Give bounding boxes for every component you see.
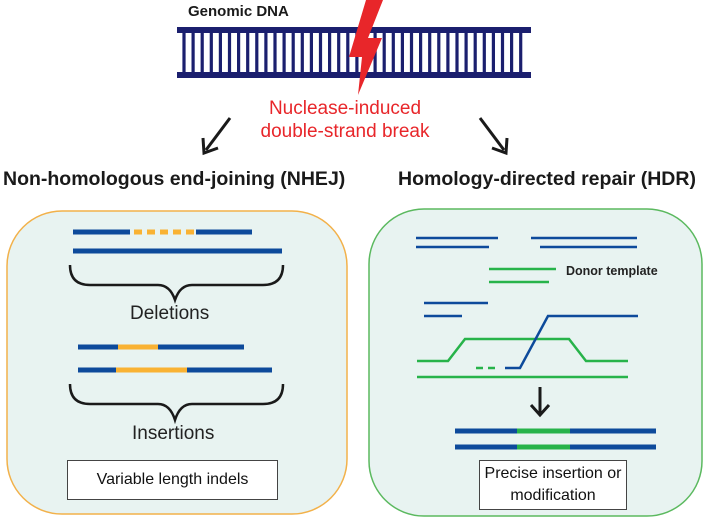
donor-template-label: Donor template bbox=[566, 264, 658, 278]
break-label: Nuclease-induced double-strand break bbox=[260, 98, 430, 142]
deletions-label: Deletions bbox=[130, 303, 210, 324]
nhej-title: Non-homologous end-joining (NHEJ) bbox=[3, 168, 346, 190]
nhej-outcome-caption: Variable length indels bbox=[67, 460, 278, 500]
lightning-bolt-icon bbox=[349, 0, 383, 95]
insertions-brace bbox=[68, 383, 285, 425]
genomic-dna-label: Genomic DNA bbox=[188, 3, 289, 20]
deletions-brace bbox=[68, 264, 285, 304]
insertions-label: Insertions bbox=[132, 423, 215, 444]
genomic-dna-ladder bbox=[177, 27, 531, 78]
insertion-strands bbox=[78, 344, 272, 373]
strand-invasion bbox=[417, 301, 638, 379]
hdr-panel bbox=[368, 208, 703, 517]
deletion-strands bbox=[73, 229, 282, 254]
hdr-broken-strands bbox=[416, 236, 637, 249]
donor-template-strands bbox=[489, 267, 556, 284]
arrow-to-nhej bbox=[201, 117, 232, 156]
repaired-duplex bbox=[455, 428, 656, 450]
hdr-down-arrow bbox=[529, 387, 551, 418]
hdr-title: Homology-directed repair (HDR) bbox=[398, 168, 696, 190]
hdr-outcome-caption: Precise insertion or modification bbox=[479, 460, 627, 510]
arrow-to-hdr bbox=[478, 117, 509, 156]
nhej-panel bbox=[6, 210, 348, 515]
